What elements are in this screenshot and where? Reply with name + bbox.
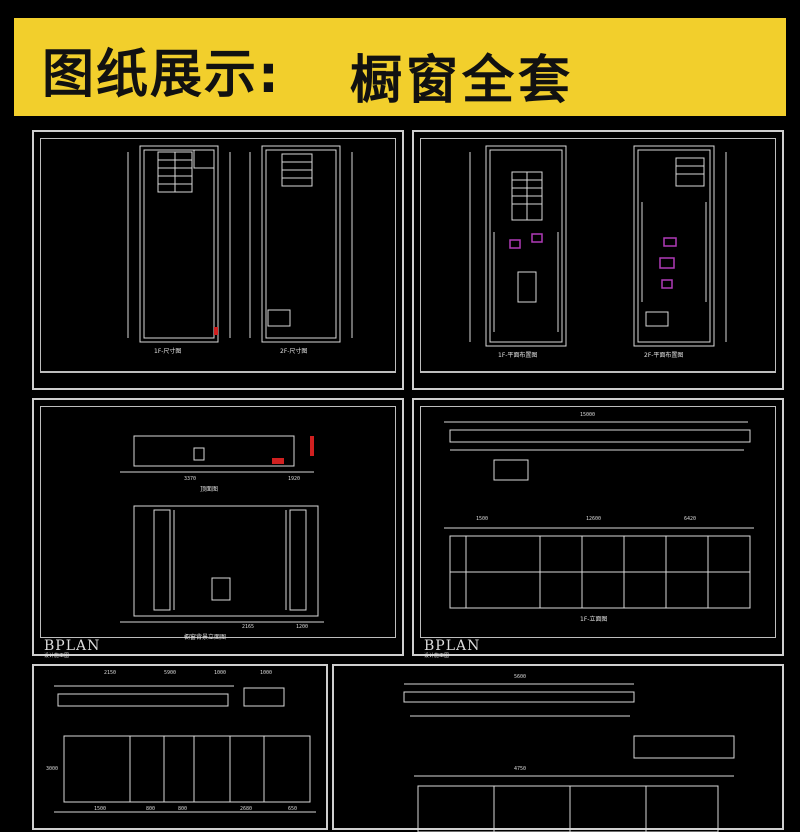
brand-name: BPLAN: [424, 638, 481, 654]
dim-4: 1200: [296, 624, 309, 630]
brand-subtitle: 设计施工图: [424, 653, 450, 659]
title-block: [420, 372, 776, 391]
header-banner: 图纸展示: 橱窗全套: [14, 18, 786, 116]
caption-2f-dimension: 2F-尺寸图: [280, 348, 308, 355]
dimension-plans-drawing: [127, 145, 353, 343]
dim-bottom-2: 800: [146, 806, 156, 812]
dim-top-4: 1000: [260, 670, 273, 676]
panel-window-elevation: 顶面图 3370 1920 2165 1200 橱窗背景立面图 BPLAN 设计…: [32, 398, 404, 659]
dim-3: 2165: [242, 624, 255, 630]
drawing-frame: [40, 406, 396, 638]
dim-top-3: 1000: [214, 670, 227, 676]
caption-1f-elevation: 1F-立面图: [580, 616, 608, 623]
drawing-frame: [420, 138, 776, 372]
panel-dimension-plans: 1F-尺寸图 2F-尺寸图: [32, 130, 404, 390]
brand-logo: BPLAN 设计施工图: [424, 638, 480, 659]
drawing-frame: [40, 138, 396, 372]
brand-name: BPLAN: [44, 638, 101, 654]
1f-elevation-drawing: [444, 421, 754, 609]
caption-ceiling: 顶面图: [200, 486, 219, 493]
brand-logo: BPLAN 设计施工图: [44, 638, 100, 659]
dim-2: 1920: [288, 476, 301, 482]
title-block: [40, 372, 396, 391]
dim-height: 3000: [46, 766, 59, 772]
dim-top-1: 5600: [514, 674, 527, 680]
dim-bottom-4: 2680: [240, 806, 253, 812]
brand-subtitle: 设计施工图: [44, 653, 70, 659]
dim-right: 6420: [684, 516, 697, 522]
panel-layout-plans: 1F-平面布置图 2F-平面布置图: [412, 130, 784, 390]
panel-elevation-partial-left: 2150 5900 1000 1000 3000 1500 800 800 26…: [32, 664, 328, 830]
dim-left: 1500: [476, 516, 489, 522]
dim-top-2: 5900: [164, 670, 177, 676]
dim-middle: 12600: [586, 516, 602, 522]
dim-bottom-5: 650: [288, 806, 298, 812]
caption-1f-dimension: 1F-尺寸图: [154, 348, 182, 355]
dim-top-2: 4750: [514, 766, 527, 772]
drawing-frame: [420, 406, 776, 638]
dim-1: 3370: [184, 476, 197, 482]
banner-title-right: 橱窗全套: [350, 51, 575, 111]
caption-1f-layout: 1F-平面布置图: [498, 352, 538, 359]
panel-1f-elevation: 15000 12600 6420 1500 1F-立面图 BPLAN 设计施工图: [412, 398, 784, 659]
layout-plans-drawing: [469, 145, 727, 347]
caption-window-elevation: 橱窗背景立面图: [184, 634, 227, 641]
elevation-partial-right-drawing: [403, 683, 735, 832]
dim-top: 15000: [580, 412, 596, 418]
elevation-partial-left-drawing: [54, 685, 316, 813]
dim-bottom-1: 1500: [94, 806, 107, 812]
caption-2f-layout: 2F-平面布置图: [644, 352, 684, 359]
panel-elevation-partial-right: 5600 4750: [332, 664, 784, 832]
window-elevation-drawing: [120, 435, 324, 623]
dim-bottom-3: 800: [178, 806, 188, 812]
banner-title-left: 图纸展示:: [42, 45, 281, 105]
dim-top-1: 2150: [104, 670, 117, 676]
